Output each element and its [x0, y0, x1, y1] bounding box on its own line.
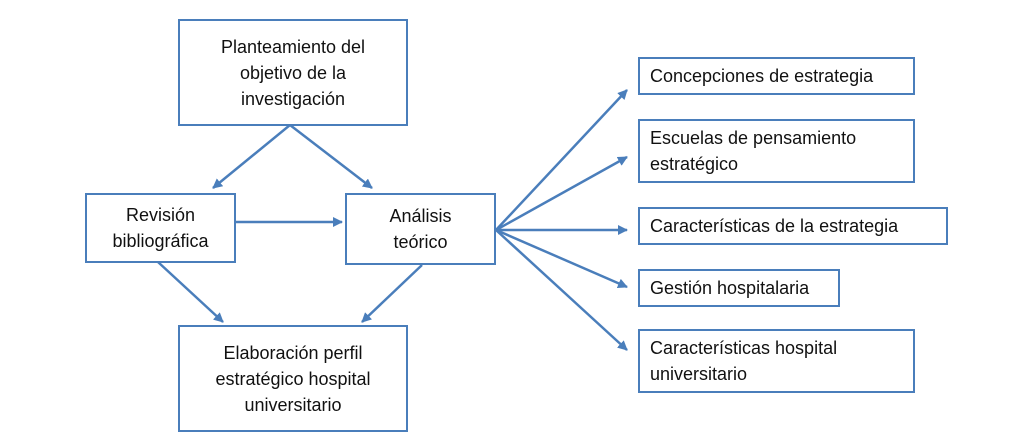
arrow-analisis-to-gestion [495, 228, 628, 289]
node-caracteristicas-estrategia: Características de la estrategia [638, 207, 948, 245]
node-elaboracion: Elaboración perfil estratégico hospital … [178, 325, 408, 432]
node-concepciones: Concepciones de estrategia [638, 57, 915, 95]
node-objetivo-label: Planteamiento del objetivo de la investi… [220, 36, 366, 109]
arrow-analisis-to-caracteristicas-hospital [495, 229, 628, 351]
node-escuelas: Escuelas de pensamiento estratégico [638, 119, 915, 183]
arrow-objetivo-to-analisis [289, 124, 373, 189]
node-objetivo: Planteamiento del objetivo de la investi… [178, 19, 408, 126]
arrow-analisis-to-escuelas [495, 155, 628, 232]
node-revision: Revisión bibliográfica [85, 193, 236, 263]
node-concepciones-label: Concepciones de estrategia [650, 66, 874, 86]
arrow-revision-to-elaboracion [157, 261, 224, 323]
node-revision-label: Revisión bibliográfica [112, 205, 209, 251]
node-elaboracion-label: Elaboración perfil estratégico hospital … [215, 342, 371, 415]
node-gestion-label: Gestión hospitalaria [650, 278, 810, 298]
node-caracteristicas-hospital-label: Características hospital universitario [650, 338, 838, 384]
node-analisis-label: Análisis teórico [389, 206, 452, 252]
node-escuelas-label: Escuelas de pensamiento estratégico [650, 128, 857, 174]
arrow-objetivo-to-revision [212, 124, 291, 189]
node-gestion: Gestión hospitalaria [638, 269, 840, 307]
node-caracteristicas-estrategia-label: Características de la estrategia [650, 216, 899, 236]
arrow-analisis-to-concepciones [495, 89, 628, 231]
node-caracteristicas-hospital: Características hospital universitario [638, 329, 915, 393]
arrow-analisis-to-elaboracion [361, 264, 423, 323]
node-analisis: Análisis teórico [345, 193, 496, 265]
